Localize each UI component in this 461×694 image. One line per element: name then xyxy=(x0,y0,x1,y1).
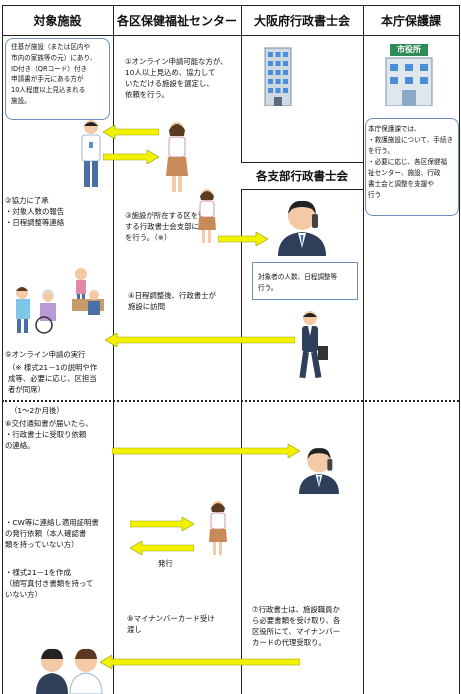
step5-note-text: （※ 様式21－1の説明や作 成等、必要に応じ、区担当 者が同席） xyxy=(8,363,98,394)
step4-text: ④日程調整後、行政書士が 施設に訪問 xyxy=(128,291,216,311)
branch-officer-phone-icon-2 xyxy=(299,448,339,494)
arrow-facility-to-branch-6 xyxy=(112,444,300,458)
step7-text: ⑦行政書士は、施設職員か ら必要書類を受け取り、各 区役所にて、マイナンバー カ… xyxy=(252,605,341,647)
government-building-icon xyxy=(264,47,292,106)
ward-staff-woman-icon-3 xyxy=(209,501,227,555)
branch-note-text: 対象者の人数、日程調整等 行う。 xyxy=(258,273,338,292)
header-gyosei-shoshi-kai: 大阪府行政書士会 xyxy=(241,5,363,36)
later-text: （1～2か月後） xyxy=(10,406,64,415)
step2-text: ②協力に了承 ・対象人数の報告 ・日程調整等連絡 xyxy=(5,196,65,227)
arrow-center-to-facility-1 xyxy=(103,125,159,139)
column-divider xyxy=(241,5,242,694)
column-divider xyxy=(2,5,3,694)
city-hall-body-icon xyxy=(385,57,433,106)
cw-request-text: ・CW等に連絡し適用証明書 の発行依頼（本人確認書 類を持っていない方） xyxy=(5,518,99,549)
step1-text: ①オンライン申請可能な方が、 10人以上見込め、協力して いただける施設を選定し… xyxy=(125,57,228,99)
step6-text: ⑥交付通知書が届いたら、 ・行政書士に受取り依頼 の連絡。 xyxy=(5,419,93,450)
header-ward-center: 各区保健福祉センター xyxy=(113,5,241,36)
step5-text: ⑤オンライン申請の実行 xyxy=(5,350,86,359)
table-top-border xyxy=(2,5,459,6)
ward-staff-woman-icon-2 xyxy=(198,189,216,243)
facility-staff-man-icon xyxy=(81,120,101,187)
facility-condition-box xyxy=(5,38,110,120)
phase-separator xyxy=(2,400,459,402)
hogo-ka-role-box xyxy=(365,118,459,216)
hakko-label: 発行 xyxy=(158,559,173,568)
arrow-facility-to-center-cw xyxy=(130,517,194,531)
elder-care-scene-icon xyxy=(16,268,104,334)
branch-officer-phone-icon xyxy=(278,200,326,256)
arrow-branch-to-facility-8 xyxy=(100,655,300,669)
city-hall-icon: 市役所 xyxy=(384,44,434,106)
header-hogo-ka: 本庁保護課 xyxy=(363,5,459,36)
column-divider xyxy=(459,5,460,694)
arrow-facility-to-center-2 xyxy=(103,150,159,164)
column-divider xyxy=(113,5,114,694)
header-branch-gyosei-shoshi-kai: 各支部行政書士会 xyxy=(241,162,363,190)
hogo-ka-role-text: 本庁保護課では、 ・救護施設について、手続き を行う。 ・必要に応じ、各区保健福… xyxy=(368,125,454,199)
step3-text: ③施設が所在する区を管轄 する行政書士会支部に依頼 を行う。（※） xyxy=(125,211,214,242)
card-handover-people-icon xyxy=(36,648,103,694)
branch-officer-walking-icon xyxy=(299,311,328,379)
facility-condition-text: 住基が施設（または区内や 市内の家族等の元）にあり、 ID付き（QRコード）付き… xyxy=(11,43,97,105)
arrow-center-to-branch-3 xyxy=(218,232,268,246)
branch-note-box xyxy=(252,262,358,300)
column-divider xyxy=(363,5,364,694)
city-hall-sign: 市役所 xyxy=(390,44,428,56)
form-creation-text: ・様式21－1を作成 （顔写真付き書類を持って いない方） xyxy=(5,568,94,599)
header-target-facility: 対象施設 xyxy=(2,5,113,36)
ward-staff-woman-icon xyxy=(166,122,188,192)
arrow-center-to-facility-hakko xyxy=(130,541,194,555)
arrow-branch-to-facility-4 xyxy=(105,333,295,347)
step8-text: ⑧マイナンバーカード受け 渡し xyxy=(127,614,215,634)
